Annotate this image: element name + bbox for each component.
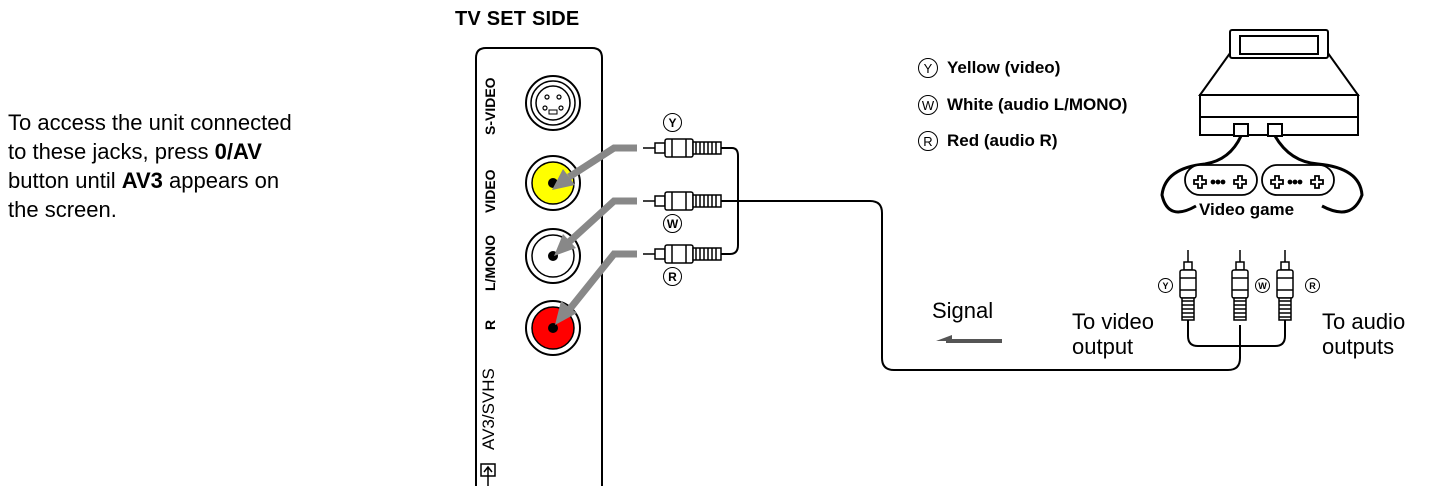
device-tag-white: W: [1255, 278, 1270, 293]
device-tag-yellow: Y: [1158, 278, 1173, 293]
legend-white: W White (audio L/MONO): [918, 95, 1127, 115]
device-caption: Video game: [1199, 200, 1295, 219]
signal-arrow: [936, 335, 1002, 343]
s-video-label: S-VIDEO: [482, 77, 498, 135]
s-video-jack: [525, 75, 581, 131]
instruction-text: To access the unit connected to these ja…: [8, 108, 388, 224]
legend-red: R Red (audio R): [918, 131, 1058, 151]
legend-symbol: W: [918, 95, 938, 115]
video-output-line-2: output: [1072, 334, 1134, 359]
instruction-line-1: To access the unit connected: [8, 110, 292, 135]
instruction-line-3: button until: [8, 168, 122, 193]
game-controllers: [1184, 164, 1335, 196]
device-plug-yellow: [1179, 250, 1197, 321]
legend-text: White (audio L/MONO): [947, 95, 1128, 114]
device-side-plugs: [1179, 250, 1294, 321]
panel-title: TV SET SIDE: [455, 8, 580, 30]
audio-outputs-line-2: outputs: [1322, 334, 1395, 359]
device-plug-red: [1276, 250, 1294, 321]
legend-yellow: Y Yellow (video): [918, 58, 1060, 78]
tv-side-plugs: [643, 138, 722, 264]
controller-cords: [1160, 135, 1364, 214]
video-label: VIDEO: [482, 169, 498, 213]
legend-text: Yellow (video): [947, 58, 1061, 77]
r-label: R: [482, 319, 498, 330]
connection-arrows: [552, 144, 637, 325]
tv-side-cables: [721, 147, 1286, 371]
game-console: [1198, 29, 1360, 137]
l-mono-label: L/MONO: [482, 235, 498, 291]
plug-tag-red: R: [663, 267, 682, 286]
plug-tag-white: W: [663, 214, 682, 233]
video-output-label: To video output: [1072, 309, 1154, 359]
video-output-line-1: To video: [1072, 309, 1154, 334]
instruction-line-2: to these jacks, press: [8, 139, 215, 164]
legend-symbol: R: [918, 131, 938, 151]
legend-symbol: Y: [918, 58, 938, 78]
plug-red: [643, 244, 722, 264]
audio-outputs-line-1: To audio: [1322, 309, 1406, 334]
plug-yellow: [643, 138, 722, 158]
plug-tag-yellow: Y: [663, 113, 682, 132]
plug-white: [643, 191, 722, 211]
legend-text: Red (audio R): [947, 131, 1058, 150]
instruction-line-3-end: appears on: [162, 168, 280, 193]
device-tag-red: R: [1305, 278, 1320, 293]
audio-outputs-label: To audio outputs: [1322, 309, 1405, 359]
input-name: AV3: [121, 168, 163, 193]
input-icon: [480, 463, 496, 486]
device-plug-white: [1231, 250, 1249, 321]
button-name: 0/AV: [214, 139, 262, 164]
input-label: AV3/SVHS: [479, 368, 498, 450]
signal-label: Signal: [932, 298, 994, 323]
instruction-line-4: the screen.: [8, 197, 117, 222]
tv-side-panel: [475, 47, 603, 486]
